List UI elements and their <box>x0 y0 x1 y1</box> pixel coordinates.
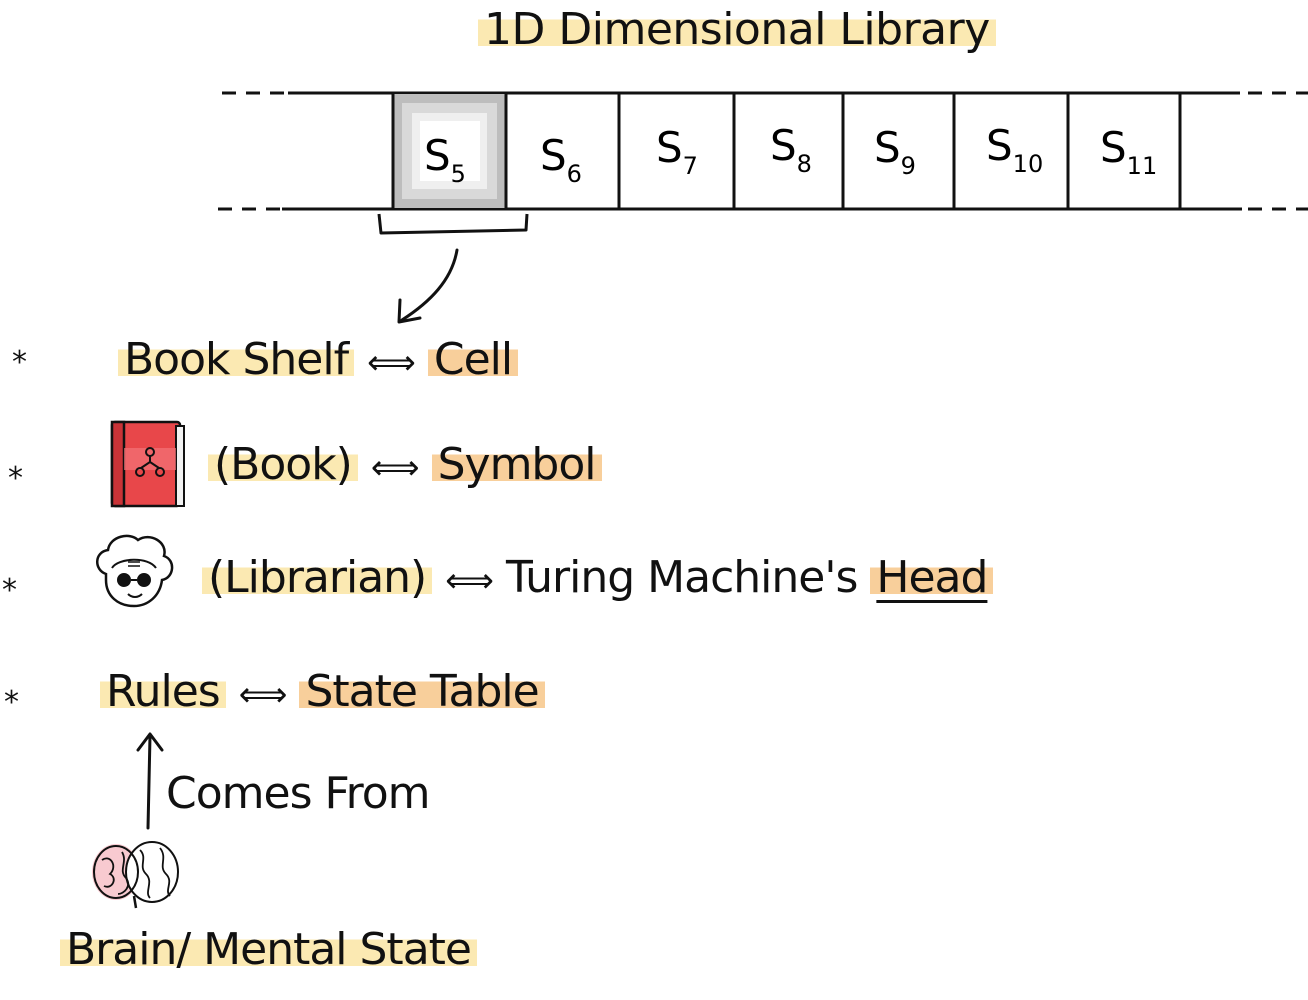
tape-cell-s10: S10 <box>986 121 1043 178</box>
symbol-term: Symbol <box>431 439 602 490</box>
librarian-label: (Librarian) <box>202 552 433 603</box>
tape-cell-s6: S6 <box>540 131 582 188</box>
bookshelf-label: Book Shelf <box>118 334 355 385</box>
comes-from-label: Comes From <box>166 768 430 819</box>
tape-cell-s5: S5 <box>424 131 466 188</box>
head-term: Head <box>870 552 994 603</box>
mapping-row-rules: Rules ⟺ State Table <box>100 666 545 717</box>
book-icon <box>110 420 185 508</box>
cell-bracket <box>377 213 529 235</box>
bullet-4: * <box>4 685 19 720</box>
rules-label: Rules <box>100 666 226 717</box>
equivalence-arrow: ⟺ <box>370 448 420 488</box>
pointer-arrow <box>400 248 459 322</box>
tape-cell-s7: S7 <box>656 123 698 180</box>
diagram-title: 1D Dimensional Library <box>478 4 996 55</box>
mapping-row-book: (Book) ⟺ Symbol <box>208 439 602 490</box>
tape-cell-s8: S8 <box>770 121 812 178</box>
tape-cell-s9: S9 <box>874 123 916 180</box>
equivalence-arrow: ⟺ <box>367 343 416 383</box>
book-label: (Book) <box>208 439 358 490</box>
comes-from-arrow <box>136 732 164 830</box>
bullet-1: * <box>12 345 27 380</box>
mapping-row-librarian: (Librarian) ⟺ Turing Machine's Head <box>202 552 994 603</box>
mapping-row-bookshelf: Book Shelf ⟺ Cell <box>118 334 519 385</box>
brain-mental-state-label: Brain/ Mental State <box>60 924 477 975</box>
cell-term: Cell <box>427 334 519 385</box>
equivalence-arrow: ⟺ <box>238 675 288 715</box>
bullet-3: * <box>2 573 17 608</box>
tape-diagram: S5 S6 S7 S8 S9 S10 S11 <box>218 91 1308 324</box>
equivalence-arrow: ⟺ <box>445 561 494 601</box>
bullet-2: * <box>8 461 23 496</box>
state-table-term: State Table <box>299 666 545 717</box>
librarian-icon <box>96 534 174 608</box>
turing-machine-prefix: Turing Machine's <box>505 552 871 603</box>
tape-cell-s11: S11 <box>1100 123 1157 180</box>
brain-icon <box>92 841 179 909</box>
